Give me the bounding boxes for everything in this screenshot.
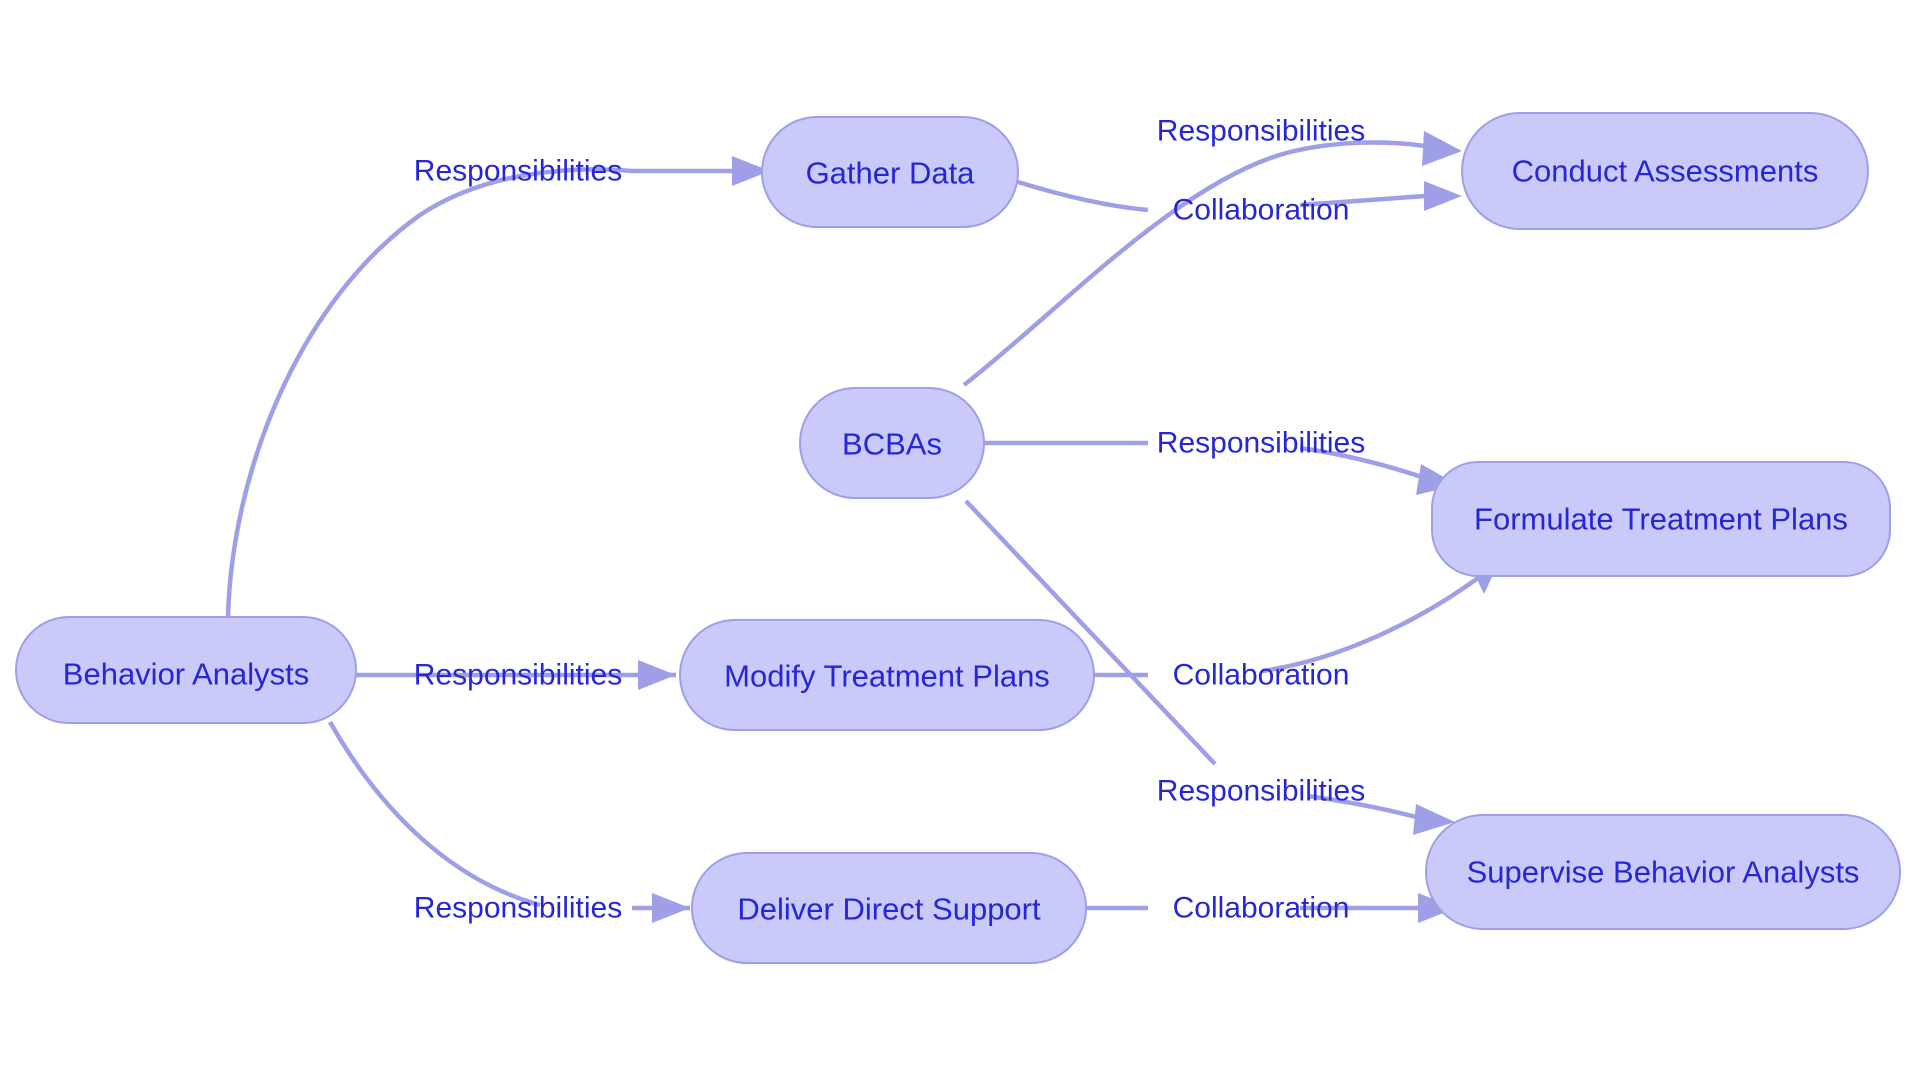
node-label: Formulate Treatment Plans <box>1474 502 1848 537</box>
edge-behavior-analysts-to-deliver-support[interactable] <box>328 720 690 923</box>
arrowhead-icon <box>1422 131 1462 166</box>
node-label: Modify Treatment Plans <box>724 659 1050 694</box>
edge-label-collaboration-conduct-assessments: Collaboration <box>1173 194 1350 227</box>
edge-path <box>1299 445 1426 481</box>
arrowhead-icon <box>1418 893 1456 923</box>
edge-label-responsibilities-modify-plans: Responsibilities <box>414 659 622 692</box>
arrowhead-icon <box>732 156 770 186</box>
node-label: Conduct Assessments <box>1512 154 1819 189</box>
node-shape <box>691 852 1087 964</box>
node-label: Behavior Analysts <box>63 657 309 692</box>
node-label: Gather Data <box>806 156 976 191</box>
edge-bcbas-to-supervise-analysts[interactable] <box>964 499 1455 835</box>
edge-path <box>962 140 1426 387</box>
edge-behavior-analysts-to-modify-plans[interactable] <box>356 660 676 690</box>
node-bcbas[interactable]: BCBAs <box>799 387 985 499</box>
node-shape <box>761 116 1019 228</box>
edge-bcbas-to-conduct-assessments[interactable] <box>962 131 1462 387</box>
node-shape <box>1425 814 1901 930</box>
edge-label-responsibilities-gather-data: Responsibilities <box>414 155 622 188</box>
edge-path <box>328 720 541 908</box>
edge-path <box>1307 793 1421 821</box>
edge-label-responsibilities-deliver-support: Responsibilities <box>414 892 622 925</box>
edge-path <box>964 499 1217 766</box>
node-gather-data[interactable]: Gather Data <box>761 116 1019 228</box>
edge-label-collaboration-formulate-plans: Collaboration <box>1173 659 1350 692</box>
node-shape <box>679 619 1095 731</box>
node-formulate-plans[interactable]: Formulate Treatment Plans <box>1431 461 1891 577</box>
node-shape <box>15 616 357 724</box>
edge-modify-plans-to-formulate-plans[interactable] <box>1094 556 1500 678</box>
edge-path <box>1017 179 1149 213</box>
edge-layer <box>225 131 1500 923</box>
arrowhead-icon <box>1413 804 1455 835</box>
edge-label-collaboration-supervise-analysts: Collaboration <box>1173 892 1350 925</box>
node-deliver-support[interactable]: Deliver Direct Support <box>691 852 1087 964</box>
node-label: BCBAs <box>842 427 942 462</box>
edge-path <box>1299 193 1426 208</box>
edge-label-responsibilities-formulate-plans: Responsibilities <box>1157 427 1365 460</box>
edge-label-responsibilities-supervise-analysts: Responsibilities <box>1157 775 1365 808</box>
edge-deliver-support-to-supervise-analysts[interactable] <box>1086 893 1456 923</box>
node-label: Supervise Behavior Analysts <box>1467 855 1860 890</box>
node-shape <box>799 387 985 499</box>
arrowhead-icon <box>638 660 676 690</box>
edge-behavior-analysts-to-gather-data[interactable] <box>225 156 770 618</box>
edge-gather-data-to-conduct-assessments[interactable] <box>1017 179 1462 213</box>
edge-path <box>1261 576 1480 674</box>
node-label: Deliver Direct Support <box>737 892 1041 927</box>
arrowhead-icon <box>1424 181 1462 211</box>
node-conduct-assessments[interactable]: Conduct Assessments <box>1461 112 1869 230</box>
edge-label-layer: Responsibilities Responsibilities Respon… <box>414 115 1365 925</box>
edge-path <box>225 167 633 618</box>
node-behavior-analysts[interactable]: Behavior Analysts <box>15 616 357 724</box>
node-supervise-analysts[interactable]: Supervise Behavior Analysts <box>1425 814 1901 930</box>
edge-label-responsibilities-conduct-assessments: Responsibilities <box>1157 115 1365 148</box>
arrowhead-icon <box>652 893 690 923</box>
node-shape <box>1461 112 1869 230</box>
node-shape <box>1431 461 1891 577</box>
node-layer: Behavior Analysts BCBAs Gather Data Modi… <box>15 112 1901 964</box>
node-modify-plans[interactable]: Modify Treatment Plans <box>679 619 1095 731</box>
